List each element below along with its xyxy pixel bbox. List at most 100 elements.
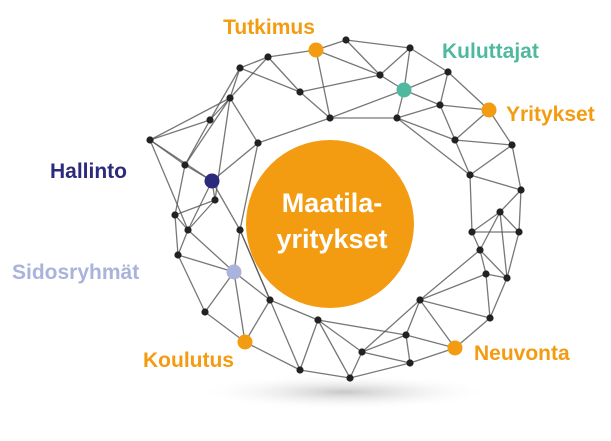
network-edge [454,139,471,176]
network-node [444,68,452,76]
network-node [376,71,384,79]
network-edge [454,109,490,141]
network-edge [405,299,421,336]
network-edge [177,254,206,313]
network-edge [239,67,301,93]
network-node [184,226,192,234]
network-edge [257,117,331,144]
network-node [515,228,523,236]
network-edge [149,139,189,231]
network-node [326,114,334,122]
network-edge [361,299,421,353]
network-edge [244,341,301,371]
network-edge [405,334,456,349]
node-dot-neuvonta [447,340,463,356]
network-edge [396,117,456,141]
network-edge [317,319,363,353]
network-edge [187,199,216,231]
network-node [226,94,234,102]
network-edge [177,229,189,256]
network-edge [518,189,522,233]
network-edge [454,317,491,349]
node-dot-sidosryhmat [226,264,242,280]
network-edge [187,180,213,231]
network-edge [361,334,407,353]
center-label-line2: yritykset [276,224,387,254]
label-yritykset: Yritykset [506,103,595,126]
network-edge [419,249,481,301]
network-node [206,116,214,124]
network-edge [349,351,363,379]
network-edge [396,117,471,176]
network-edge [499,189,522,213]
network-edge [229,56,269,99]
network-edge [469,174,522,191]
network-node [211,196,219,204]
network-edge [209,97,231,121]
network-edge [149,119,211,141]
network-edge [267,49,317,58]
network-node [358,348,366,356]
network-edge [379,47,411,76]
network-edge [396,104,441,119]
network-edge [239,229,271,301]
network-node [466,171,474,179]
network-node [508,141,516,149]
network-edge [469,144,513,176]
network-node [314,316,322,324]
network-edge [479,249,508,279]
network-edge [419,299,491,319]
network-node [517,186,525,194]
network-edge [244,299,271,343]
node-dot-hallinto [204,173,220,189]
network-edge [177,254,235,273]
network-edge [149,139,213,182]
network-edge [511,144,522,191]
label-sidosryhmat: Sidosryhmät [12,261,139,284]
network-edge [267,56,301,93]
network-edge [403,71,449,91]
network-edge [479,211,501,251]
label-neuvonta: Neuvonta [474,342,570,365]
network-edge [419,299,456,349]
network-edge [204,271,235,313]
network-edge [447,71,490,111]
sphere-shadow [195,374,495,410]
network-node [496,208,504,216]
network-node [503,274,511,282]
network-edge [233,271,246,343]
network-edge [184,119,211,166]
network-edge [345,39,411,49]
network-edge [209,67,241,121]
network-edge [479,249,487,275]
network-edge [187,229,235,273]
network-node [482,270,490,278]
network-node [393,114,401,122]
node-dot-kuluttajat [396,82,412,98]
network-edge [454,139,513,146]
node-dot-koulutus [237,334,253,350]
network-edge [269,299,319,321]
network-node [416,296,424,304]
network-node [342,36,350,44]
label-koulutus: Koulutus [143,349,234,372]
network-edge [419,273,487,301]
network-node [264,53,272,61]
network-node [236,226,244,234]
network-node [146,136,154,144]
network-node [346,374,354,382]
network-node [406,44,414,52]
network-node [451,136,459,144]
network-node [476,246,484,254]
network-node [201,308,209,316]
network-edge [485,273,491,319]
network-edge [269,299,301,371]
label-kuluttajat: Kuluttajat [442,40,539,63]
network-edge [499,211,520,233]
network-node [236,64,244,72]
network-edge [229,67,241,99]
network-edge [409,47,449,73]
network-node [174,251,182,259]
